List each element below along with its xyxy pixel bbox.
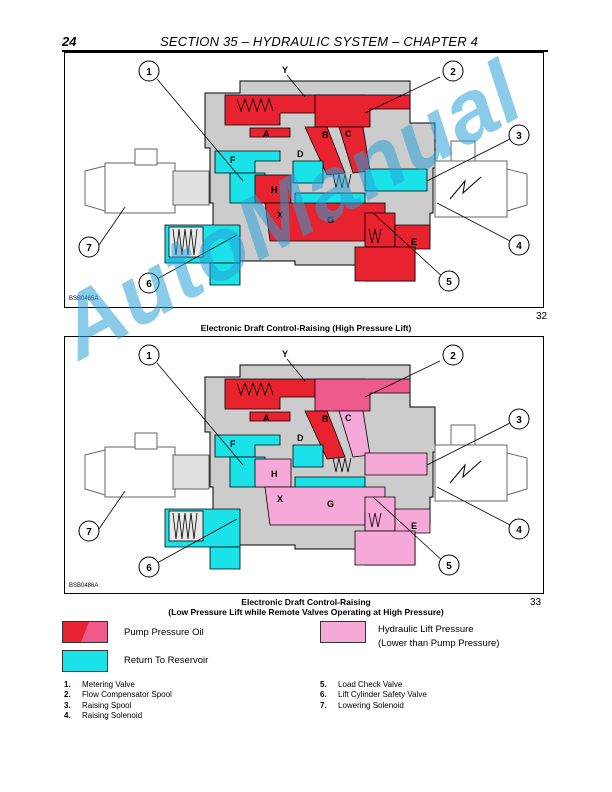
return-label: Return To Reservoir [124, 655, 209, 666]
callout-1: 1 [138, 60, 160, 82]
label-b: B [322, 414, 329, 424]
label-a: A [263, 413, 270, 423]
label-y: Y [282, 349, 288, 359]
list-item: 7.Lowering Solenoid [320, 700, 404, 710]
label-h: H [271, 185, 278, 195]
label-d: D [297, 149, 304, 159]
label-g: G [327, 215, 334, 225]
svg-text:6: 6 [146, 279, 152, 290]
pump-pressure-label: Pump Pressure Oil [124, 627, 204, 638]
lift-pressure-label: Hydraulic Lift Pressure [378, 624, 474, 635]
callout-6: 6 [138, 272, 160, 294]
callout-7: 7 [78, 520, 100, 542]
label-a: A [263, 129, 270, 139]
svg-text:6: 6 [146, 563, 152, 574]
list-item: 4.Raising Solenoid [64, 710, 143, 720]
svg-text:1: 1 [146, 67, 152, 78]
svg-text:7: 7 [86, 527, 92, 538]
list-item: 2.Flow Compensator Spool [64, 690, 172, 700]
svg-text:4: 4 [516, 241, 522, 252]
callout-7: 7 [78, 236, 100, 258]
figure-bottom-panel: Y A B C D F H X G E 1 2 3 4 5 6 7 BSB048… [64, 336, 544, 594]
callout-1: 1 [138, 344, 160, 366]
callout-4: 4 [508, 518, 530, 540]
header-rule [62, 50, 548, 52]
label-h: H [271, 469, 278, 479]
figure-caption-top: Electronic Draft Control-Raising (High P… [200, 323, 412, 333]
figure-caption-bottom-line1: Electronic Draft Control-Raising [241, 597, 371, 607]
label-e: E [411, 521, 417, 531]
list-item: 3.Raising Spool [64, 700, 132, 710]
svg-text:7: 7 [86, 243, 92, 254]
svg-text:5: 5 [446, 277, 452, 288]
label-c: C [345, 413, 352, 423]
figure-caption-bottom-line2: (Low Pressure Lift while Remote Valves O… [168, 607, 444, 617]
callout-5: 5 [438, 270, 460, 292]
figure-number-bottom: 33 [530, 597, 542, 608]
return-swatch [62, 650, 108, 672]
svg-text:1: 1 [146, 351, 152, 362]
svg-text:2: 2 [450, 67, 456, 78]
figure-code: BSB0486A [69, 583, 98, 589]
label-b: B [322, 130, 329, 140]
figure-top-panel: Y A B C D F H X G E 1 2 3 4 5 6 7 BSB048… [64, 52, 544, 308]
callout-4: 4 [508, 234, 530, 256]
label-y: Y [282, 65, 288, 75]
callout-3: 3 [508, 124, 530, 146]
figure-top-diagram: Y A B C D F H X G E 1 2 3 4 5 6 7 BSB048… [69, 60, 530, 302]
label-g: G [327, 499, 334, 509]
lift-pressure-sublabel: (Lower than Pump Pressure) [378, 638, 500, 649]
page-number: 24 [62, 34, 77, 49]
figure-bottom-diagram: Y A B C D F H X G E 1 2 3 4 5 6 7 BSB048… [69, 344, 530, 589]
figure-number-top: 32 [536, 311, 548, 322]
svg-text:3: 3 [516, 415, 522, 426]
svg-text:4: 4 [516, 525, 522, 536]
label-c: C [345, 129, 352, 139]
callout-6: 6 [138, 556, 160, 578]
label-x: X [277, 494, 283, 504]
label-d: D [297, 433, 304, 443]
svg-text:5: 5 [446, 561, 452, 572]
label-x: X [277, 210, 283, 220]
list-item: 1.Metering Valve [64, 680, 135, 689]
list-item: 6.Lift Cylinder Safety Valve [320, 690, 427, 700]
callout-2: 2 [442, 344, 464, 366]
raising-solenoid [434, 424, 528, 502]
list-item: 5.Load Check Valve [320, 680, 403, 689]
label-e: E [411, 237, 417, 247]
svg-text:2: 2 [450, 351, 456, 362]
raising-solenoid [434, 140, 528, 218]
callout-5: 5 [438, 554, 460, 576]
pump-pressure-swatch [62, 621, 108, 643]
lowering-solenoid [84, 148, 210, 214]
lowering-solenoid [84, 432, 210, 498]
parts-list-left: 1.Metering Valve 2.Flow Compensator Spoo… [64, 680, 172, 721]
label-f: F [230, 155, 236, 165]
figure-code: BSB0485A [69, 296, 98, 302]
lift-pressure-swatch [320, 621, 366, 643]
parts-list-right: 5.Load Check Valve 6.Lift Cylinder Safet… [320, 680, 427, 711]
svg-text:3: 3 [516, 131, 522, 142]
section-title: SECTION 35 – HYDRAULIC SYSTEM – CHAPTER … [160, 34, 479, 49]
callout-3: 3 [508, 408, 530, 430]
callout-2: 2 [442, 60, 464, 82]
label-f: F [230, 439, 236, 449]
